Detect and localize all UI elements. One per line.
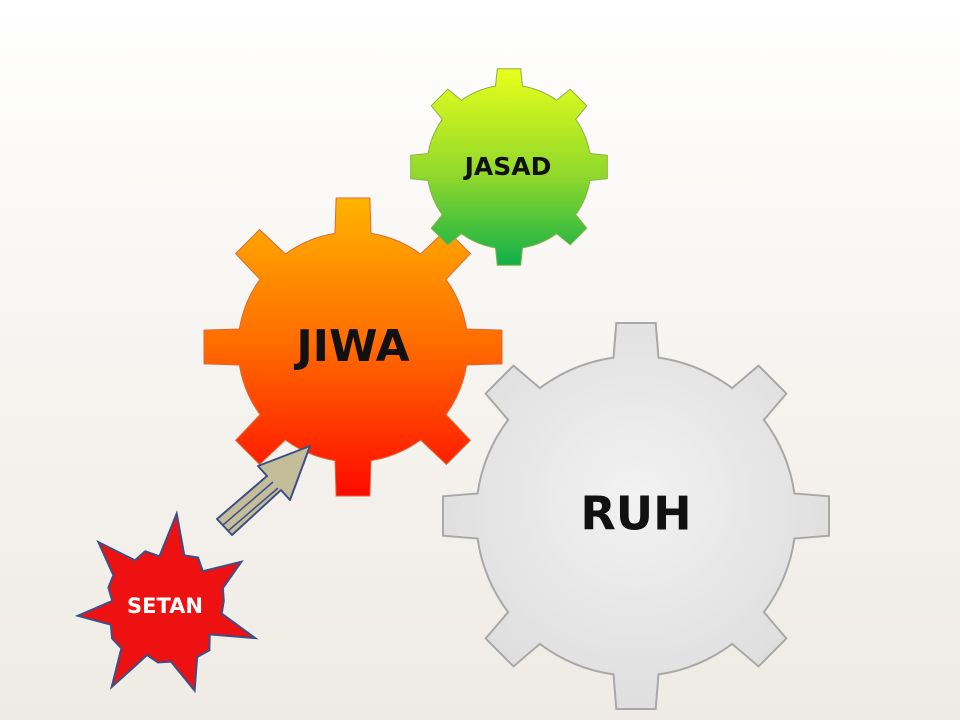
gear-ruh: RUH [442, 322, 830, 710]
arrow-tail-stripe [222, 481, 274, 526]
setan-burst-shape [74, 510, 259, 694]
arrow-setan-to-jiwa [216, 445, 311, 536]
gear-jiwa-shape [203, 197, 503, 497]
setan-label: SETAN [127, 594, 203, 618]
arrow-tail-stripe [227, 487, 279, 532]
gear-jiwa: JIWA [203, 197, 503, 497]
gear-jasad: JASAD [410, 68, 608, 266]
setan-burst: SETAN [74, 510, 259, 694]
gear-jiwa-label: JIWA [293, 321, 409, 372]
gear-jasad-shape [410, 68, 608, 266]
gear-jasad-label: JASAD [463, 152, 552, 181]
gear-ruh-label: RUH [580, 487, 691, 541]
gear-ruh-shape [442, 322, 830, 710]
